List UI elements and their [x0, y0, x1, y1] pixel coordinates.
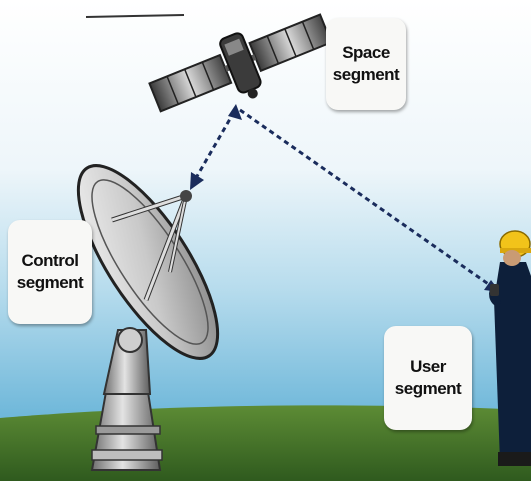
- space-label-line-2: segment: [333, 64, 399, 86]
- user-segment-label: User segment: [384, 326, 472, 430]
- space-segment-label: Space segment: [326, 18, 406, 110]
- user-label-line-2: segment: [395, 378, 461, 400]
- control-label-line-2: segment: [17, 272, 83, 294]
- space-label-line-1: Space: [333, 42, 399, 64]
- user-label-line-1: User: [395, 356, 461, 378]
- control-segment-label: Control segment: [8, 220, 92, 324]
- control-label-line-1: Control: [17, 250, 83, 272]
